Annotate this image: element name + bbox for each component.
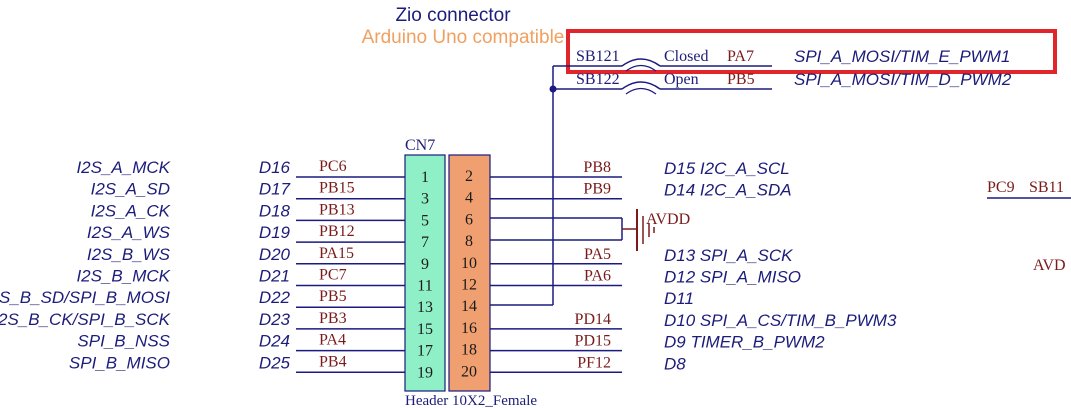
- right-function-label: D8: [664, 354, 686, 373]
- sb-net-label: PB5: [727, 71, 755, 88]
- pin-number-odd: 17: [417, 343, 433, 360]
- left-d-number: D22: [259, 288, 291, 307]
- pin-number-odd: 1: [421, 169, 429, 186]
- left-d-number: D21: [259, 267, 290, 286]
- left-d-number: D19: [259, 223, 291, 242]
- left-net-label: PC7: [319, 267, 347, 284]
- left-function-label: SPI_B_NSS: [77, 332, 170, 351]
- sb-ref: SB121: [576, 48, 620, 65]
- left-net-label: PB12: [319, 223, 355, 240]
- right-net-label: PD14: [575, 311, 611, 328]
- left-function-label: SPI_B_MISO: [69, 353, 170, 372]
- left-function-label: I2S_A_CK: [91, 201, 171, 220]
- pin-number-even: 8: [465, 233, 473, 250]
- right-function-label: D10 SPI_A_CS/TIM_B_PWM3: [664, 311, 897, 330]
- right-function-label: D13 SPI_A_SCK: [664, 246, 793, 265]
- left-function-label: I2S_B_CK/SPI_B_SCK: [0, 310, 171, 329]
- net-pc9: PC9: [987, 179, 1015, 196]
- right-net-label: PA6: [584, 268, 611, 285]
- sb-ref: SB122: [576, 71, 620, 88]
- sb-net-label: PA7: [727, 48, 754, 65]
- sb-bridge-arc: [621, 81, 661, 90]
- left-d-number: D16: [259, 158, 291, 177]
- right-net-label: PD15: [575, 333, 611, 350]
- pin-number-odd: 7: [421, 234, 429, 251]
- sb-bridge-arc-inner: [625, 64, 657, 72]
- pin-number-even: 10: [461, 255, 477, 272]
- sb-bridge-arc: [621, 58, 661, 67]
- right-function-label: D12 SPI_A_MISO: [664, 268, 801, 287]
- pin-number-even: 16: [461, 320, 477, 337]
- right-function-label: D15 I2C_A_SCL: [664, 159, 790, 178]
- pin-number-even: 20: [461, 363, 477, 380]
- left-function-label: I2S_B_MCK: [76, 267, 170, 286]
- sb-function-label: SPI_A_MOSI/TIM_E_PWM1: [794, 47, 1010, 66]
- right-function-label: D11: [664, 289, 694, 308]
- pin-number-even: 14: [461, 298, 477, 315]
- left-net-label: PA15: [319, 245, 354, 262]
- pin-number-odd: 19: [417, 364, 433, 381]
- highlight-box: [566, 29, 1057, 74]
- connector-odd-column: [404, 154, 446, 392]
- left-function-label: I2S_B_WS: [87, 245, 171, 264]
- left-d-number: D18: [259, 201, 291, 220]
- left-net-label: PB3: [319, 310, 347, 327]
- left-net-label: PB15: [319, 180, 355, 197]
- left-d-number: D23: [259, 310, 291, 329]
- avdd-label: AVDD: [646, 211, 690, 228]
- right-net-label: PF12: [577, 354, 611, 371]
- left-function-label: I2S_B_SD/SPI_B_MOSI: [0, 288, 170, 307]
- left-net-label: PB5: [319, 288, 347, 305]
- schematic-title: Zio connector: [395, 5, 511, 26]
- pin-number-even: 12: [461, 277, 477, 294]
- left-net-label: PB13: [319, 201, 355, 218]
- left-d-number: D20: [259, 245, 291, 264]
- pin-number-odd: 15: [417, 321, 433, 338]
- pin-number-odd: 5: [421, 212, 429, 229]
- sb-state: Closed: [664, 48, 708, 65]
- schematic-subtitle: Arduino Uno compatible: [362, 27, 565, 48]
- sb-function-label: SPI_A_MOSI/TIM_D_PWM2: [794, 70, 1012, 89]
- connector-part: Header 10X2_Female: [405, 393, 537, 408]
- left-net-label: PC6: [319, 158, 347, 175]
- sb-bridge-arc-inner: [625, 87, 657, 95]
- sb-state: Open: [664, 71, 699, 88]
- avdd-cut: AVD: [1033, 257, 1066, 274]
- right-function-label: D9 TIMER_B_PWM2: [664, 333, 825, 352]
- right-net-label: PA5: [584, 246, 611, 263]
- pin-number-even: 18: [461, 342, 477, 359]
- left-function-label: I2S_A_MCK: [76, 158, 170, 177]
- pin-number-even: 6: [465, 211, 473, 228]
- pin-number-odd: 9: [421, 256, 429, 273]
- connector-ref: CN7: [405, 137, 435, 154]
- left-function-label: I2S_A_WS: [87, 223, 171, 242]
- pin-number-odd: 13: [417, 299, 433, 316]
- connector-even-column: [448, 154, 491, 392]
- left-d-number: D25: [259, 353, 291, 372]
- right-net-label: PB8: [583, 159, 611, 176]
- pin-number-even: 4: [465, 190, 473, 207]
- left-d-number: D17: [259, 180, 291, 199]
- left-d-number: D24: [259, 332, 290, 351]
- left-function-label: I2S_A_SD: [91, 180, 170, 199]
- left-net-label: PA4: [319, 332, 346, 349]
- pin-number-odd: 11: [417, 278, 432, 295]
- sb-ref-cut: SB11: [1029, 179, 1064, 196]
- right-net-label: PB9: [583, 181, 611, 198]
- pin-number-even: 2: [465, 168, 473, 185]
- right-function-label: D14 I2C_A_SDA: [664, 181, 792, 200]
- left-net-label: PB4: [319, 353, 347, 370]
- pin-number-odd: 3: [421, 191, 429, 208]
